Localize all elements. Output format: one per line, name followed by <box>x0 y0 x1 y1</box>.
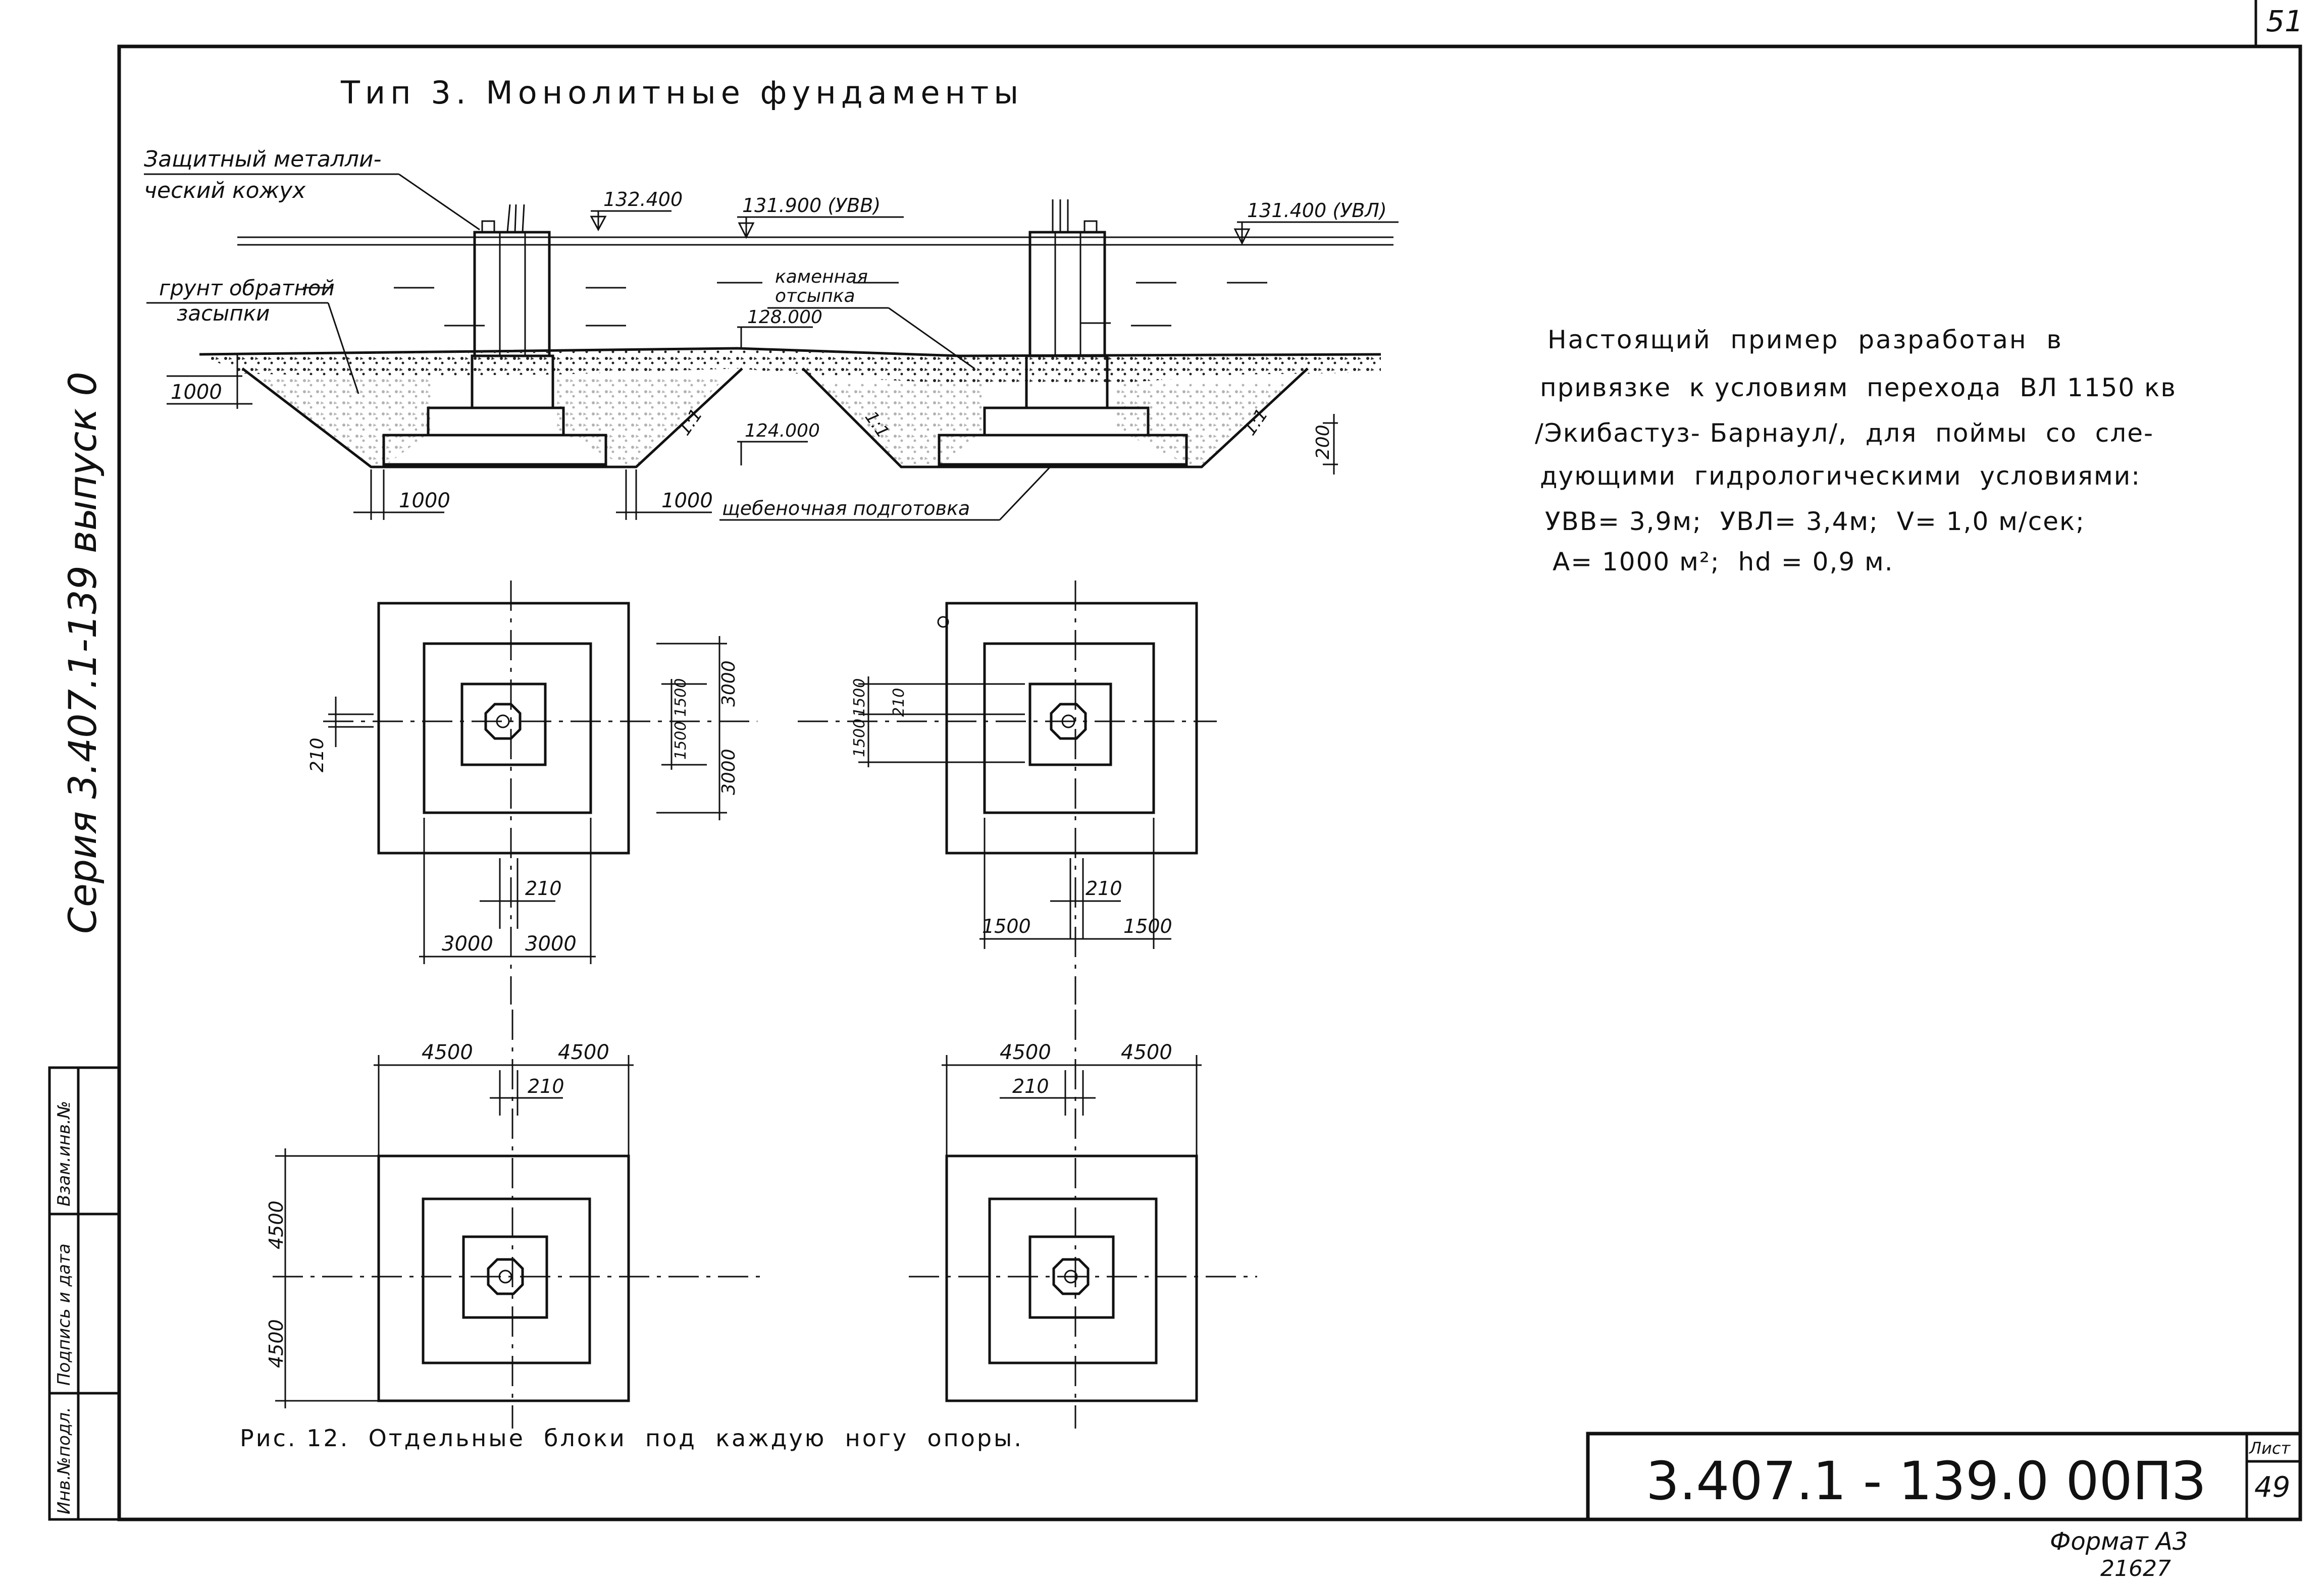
p1-dim-h-left: 3000 <box>442 932 493 956</box>
dim-offset-mid: 1000 <box>661 489 713 512</box>
p4-dim-h-right: 4500 <box>1121 1041 1172 1064</box>
p1-dim-h-right: 3000 <box>525 932 577 956</box>
series-vertical: Серия 3.407.1-139 выпуск 0 <box>60 372 105 934</box>
p1-dim-side: 210 <box>307 737 328 772</box>
label-casing-1: Защитный металли- <box>144 146 382 172</box>
p1-dim-v-small2: 1500 <box>672 721 690 760</box>
note-line-2: привязке к условиям перехода ВЛ 1150 кв <box>1540 373 2177 402</box>
plan-1: 3000 3000 1500 1500 210 210 3000 3000 <box>307 581 757 1005</box>
page-title: Тип 3. Монолитные фундаменты <box>340 74 1023 111</box>
p2-dim-center: 210 <box>1086 877 1122 900</box>
corner-number: 51 <box>2266 4 2303 38</box>
note-line-3: /Экибастуз- Барнаул/, для поймы со сле- <box>1535 418 2154 448</box>
p1-dim-v-top: 3000 <box>718 660 739 707</box>
plan-2: 1500 1500 210 210 1500 1500 <box>798 581 1217 1005</box>
dim-prep: 200 <box>1313 425 1333 459</box>
format-label: Формат А3 <box>2050 1527 2188 1556</box>
p3-dim-v-bottom: 4500 <box>265 1319 287 1368</box>
note-line-4: дующими гидрологическими условиями: <box>1540 461 2141 491</box>
sheet-number: 49 <box>2254 1471 2290 1504</box>
label-stone-2: отсыпка <box>775 286 855 306</box>
note-line-6: А= 1000 м²; hd = 0,9 м. <box>1553 547 1894 576</box>
dim-offset-left: 1000 <box>399 489 450 512</box>
figure-caption: Рис. 12. Отдельные блоки под каждую ногу… <box>240 1425 1023 1452</box>
elev-ground: 128.000 <box>747 307 822 328</box>
p2-dim-h-right: 1500 <box>1123 915 1172 937</box>
p3-dim-h-left: 4500 <box>422 1041 473 1064</box>
p1-dim-v-small: 1500 <box>672 678 690 717</box>
doc-code: 3.407.1 - 139.0 00ПЗ <box>1646 1450 2206 1512</box>
label-casing-2: ческий кожух <box>144 178 306 203</box>
label-gravel-prep: щебеночная подготовка <box>722 497 970 519</box>
note-block: Настоящий пример разработан в привязке к… <box>1535 325 2177 576</box>
p3-dim-center: 210 <box>528 1075 564 1097</box>
p3-dim-h-right: 4500 <box>558 1041 609 1064</box>
sheet-label: Лист <box>2249 1439 2291 1458</box>
p2-dim-v2: 1500 <box>851 719 868 757</box>
stamp-col-inv: Инв.№подл. <box>54 1407 74 1514</box>
p1-dim-center: 210 <box>525 877 562 900</box>
label-backfill-2: засыпки <box>177 301 270 326</box>
cross-section: 1:1 1:1 1:1 200 1000 1000 1000 щебеночна… <box>144 146 1399 521</box>
p2-dim-v1: 1500 <box>851 678 868 717</box>
sheet-frame: 51 <box>117 0 2303 1521</box>
plan-4: 4500 4500 210 <box>909 1010 1257 1429</box>
stamp-col-replace: Взам.инв.№ <box>54 1101 74 1206</box>
stamp-col-sign: Подпись и дата <box>54 1243 74 1386</box>
inventory-number: 21627 <box>2100 1556 2171 1579</box>
p4-dim-h-left: 4500 <box>1000 1041 1051 1064</box>
label-stone-1: каменная <box>775 267 868 287</box>
plan-3: 4500 4500 210 4500 4500 <box>265 1010 762 1429</box>
p2-dim-h-left: 1500 <box>982 915 1031 937</box>
elev-uvv: 131.900 (УВВ) <box>742 194 881 217</box>
p1-dim-v-bottom: 3000 <box>718 749 739 795</box>
title-block: 3.407.1 - 139.0 00ПЗ Лист 49 Формат А3 2… <box>1586 1432 2302 1581</box>
elev-bottom: 124.000 <box>745 420 820 441</box>
left-stamp: Инв.№подл. Подпись и дата Взам.инв.№ <box>48 1066 121 1521</box>
elev-uvl: 131.400 (УВЛ) <box>1247 199 1387 222</box>
dim-depth: 1000 <box>171 381 222 404</box>
label-backfill-1: грунт обратной <box>159 276 335 300</box>
note-line-1: Настоящий пример разработан в <box>1547 325 2063 354</box>
elev-top: 132.400 <box>603 188 683 210</box>
p2-dim-v3: 210 <box>890 688 908 717</box>
p3-dim-v-top: 4500 <box>265 1200 287 1249</box>
note-line-5: УВВ= 3,9м; УВЛ= 3,4м; V= 1,0 м/сек; <box>1545 507 2085 536</box>
p4-dim-center: 210 <box>1012 1075 1049 1097</box>
